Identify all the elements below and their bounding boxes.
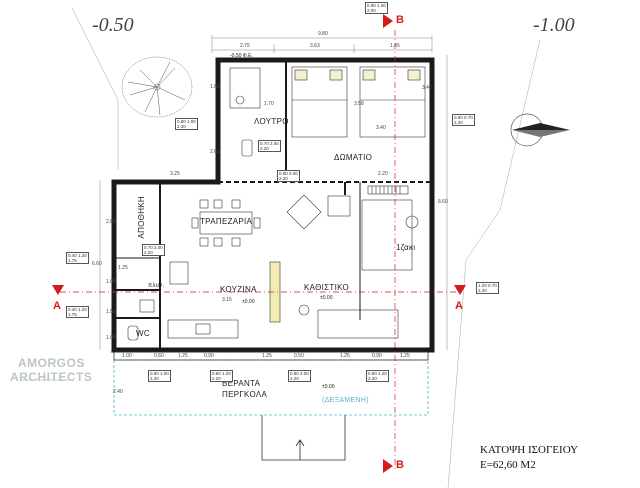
room-dining: ΤΡΑΠΕΖΑΡΙΑ bbox=[200, 217, 253, 226]
dim-bottom-f: 0.50 bbox=[294, 353, 304, 359]
dim-left-h1: 1.65 bbox=[210, 84, 220, 90]
section-b-top: B bbox=[396, 14, 404, 26]
dim-side-b: 1.05 bbox=[106, 279, 116, 285]
room-laundry: πλυν. bbox=[148, 283, 165, 289]
dim-veranda-depth: 2.40 bbox=[113, 389, 123, 395]
bath-fixtures bbox=[229, 67, 261, 157]
dim-kitchen-width: 3.15 bbox=[222, 297, 232, 303]
section-markers bbox=[52, 14, 466, 473]
dim-bed-width: 3.58 bbox=[354, 101, 364, 107]
elev-veranda: ±0.00 bbox=[322, 384, 335, 390]
dim-top-c: 1.45 bbox=[390, 43, 400, 49]
dim-bottom-b: 0.60 bbox=[154, 353, 164, 359]
tree-sketch bbox=[121, 56, 193, 118]
room-living: ΚΑΘΙΣΤΙΚΟ bbox=[304, 283, 350, 292]
dim-top-a: 2.75 bbox=[240, 43, 250, 49]
beds bbox=[291, 66, 426, 138]
dim-top-b: 3.63 bbox=[310, 43, 320, 49]
room-bedroom: ΔΩΜΑΤΙΟ bbox=[334, 153, 373, 162]
veranda bbox=[113, 351, 429, 461]
dim-left-total: 6.60 bbox=[92, 261, 102, 267]
logo-line1: AMORGOS bbox=[18, 356, 85, 370]
plan-title: ΚΑΤΟΨΗ ΙΣΟΓΕΙΟΥ bbox=[480, 444, 579, 456]
dim-bottom-g: 1.25 bbox=[340, 353, 350, 359]
dim-bottom-c: 1.25 bbox=[178, 353, 188, 359]
room-pool: (ΔΕΞΑΜΕΝΗ) bbox=[322, 397, 369, 404]
walls bbox=[111, 57, 435, 353]
dim-mid-w: 3.25 bbox=[170, 171, 180, 177]
room-storage: ΑΠΟΘΗΚΗ bbox=[137, 196, 146, 239]
room-pergola: ΠΕΡΓΚΟΛΑ bbox=[222, 390, 268, 399]
level-left: -0.50 bbox=[92, 14, 134, 36]
dim-right-h2: 3.40 bbox=[376, 125, 386, 131]
dim-bottom-i: 1.25 bbox=[400, 353, 410, 359]
dim-mid-w3: 2.20 bbox=[378, 171, 388, 177]
room-veranda: ΒΕΡΑΝΤΑ bbox=[222, 379, 261, 388]
terrain-lines bbox=[20, 7, 541, 488]
elev-corner: -0.50 Φ.Ε. bbox=[230, 53, 253, 59]
section-a-left: A bbox=[53, 300, 61, 312]
section-lines bbox=[60, 30, 460, 470]
section-b-bottom: B bbox=[396, 459, 404, 471]
dim-bottom-d: 0.90 bbox=[204, 353, 214, 359]
living-furniture bbox=[286, 194, 419, 339]
dim-bath-width: 1.70 bbox=[264, 101, 274, 107]
room-bathroom: ΛΟΥΤΡΟ bbox=[254, 117, 289, 126]
plan-area: Ε=62,60 Μ2 bbox=[480, 459, 536, 471]
dim-side-c: 1.50 bbox=[106, 309, 116, 315]
room-wc: WC bbox=[136, 329, 150, 338]
elev-kitchen: ±0.00 bbox=[242, 299, 255, 305]
logo-line2: ARCHITECTS bbox=[10, 370, 93, 384]
dining-table bbox=[191, 199, 261, 247]
dim-bottom-h: 0.90 bbox=[372, 353, 382, 359]
elev-living: ±0.00 bbox=[320, 295, 333, 301]
dim-mid-w2: 1.25 bbox=[118, 265, 128, 271]
dim-right-total: 8.60 bbox=[438, 199, 448, 205]
dim-top-total: 9.80 bbox=[318, 31, 328, 37]
north-arrow bbox=[510, 113, 570, 147]
level-right: -1.00 bbox=[533, 14, 575, 36]
dim-side-a: 2.85 bbox=[106, 219, 116, 225]
section-a-right: A bbox=[455, 300, 463, 312]
storage-hatch bbox=[367, 185, 409, 195]
wc-fixtures bbox=[127, 299, 155, 341]
dim-bottom-e: 1.25 bbox=[262, 353, 272, 359]
room-kitchen: ΚΟΥΖΙΝΑ bbox=[220, 285, 257, 294]
dim-side-d: 1.00 bbox=[106, 335, 116, 341]
dim-left-h2: 2.60 bbox=[210, 149, 220, 155]
dim-bottom-a: 1.00 bbox=[122, 353, 132, 359]
dim-right-h1: 3.40 bbox=[422, 85, 432, 91]
room-fireplace: 1ζακι bbox=[396, 243, 416, 252]
